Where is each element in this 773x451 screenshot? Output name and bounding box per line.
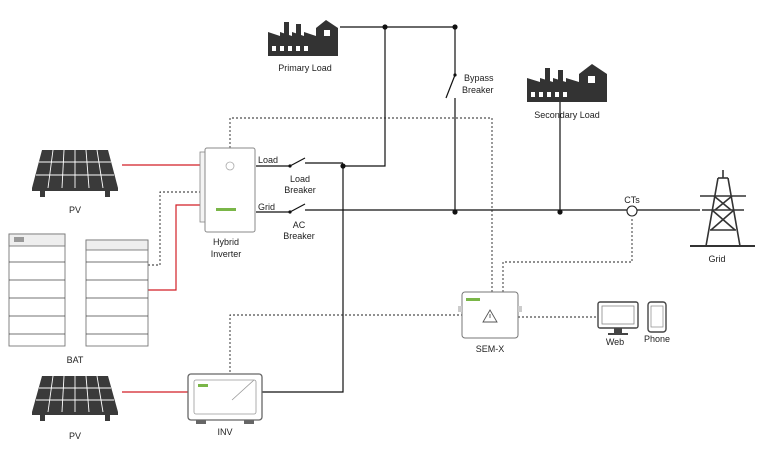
inverter-grid-port-label: Grid	[258, 202, 275, 212]
pv-panel-top-icon	[32, 149, 118, 197]
pv-bottom-label: PV	[69, 431, 81, 441]
hybrid-inverter-label-line2: Inverter	[211, 249, 242, 259]
ac-breaker-label-line2: Breaker	[283, 231, 315, 241]
pv-panel-bottom-icon	[32, 375, 118, 421]
sem-x-label: SEM-X	[476, 344, 505, 354]
bypass-breaker-label-line1: Bypass	[464, 73, 494, 83]
phone-label: Phone	[644, 334, 670, 344]
battery-stack-left-icon	[8, 233, 66, 347]
sem-x-meter-icon	[458, 291, 522, 339]
hybrid-inverter-label-line1: Hybrid	[213, 237, 239, 247]
phone-icon	[647, 301, 667, 333]
load-breaker-label-line2: Breaker	[284, 185, 316, 195]
bat-label: BAT	[67, 355, 84, 365]
inv-icon	[187, 373, 263, 424]
ct-sensor	[626, 205, 638, 217]
load-breaker-label-line1: Load	[290, 174, 310, 184]
battery-stack-right-icon	[85, 239, 149, 347]
secondary-load-label: Secondary Load	[534, 110, 600, 120]
cts-label: CTs	[624, 195, 640, 205]
inverter-load-port-label: Load	[258, 155, 278, 165]
ac-breaker-switch	[288, 203, 306, 214]
bypass-breaker-label-line2: Breaker	[462, 85, 494, 95]
primary-load-label: Primary Load	[278, 63, 332, 73]
bypass-breaker-switch	[445, 73, 457, 99]
web-label: Web	[606, 337, 624, 347]
pv-top-label: PV	[69, 205, 81, 215]
grid-label: Grid	[708, 254, 725, 264]
secondary-load-factory-icon	[527, 64, 607, 102]
primary-load-factory-icon	[268, 20, 338, 56]
hybrid-inverter-icon	[199, 147, 256, 233]
dc-wiring	[122, 164, 205, 393]
web-monitor-icon	[597, 301, 639, 335]
inv-label: INV	[217, 427, 232, 437]
junction-dots	[340, 24, 563, 215]
load-breaker-switch	[288, 157, 306, 168]
ac-breaker-label-line1: AC	[293, 220, 306, 230]
grid-tower-icon	[690, 170, 755, 247]
communication-wiring	[148, 117, 633, 392]
